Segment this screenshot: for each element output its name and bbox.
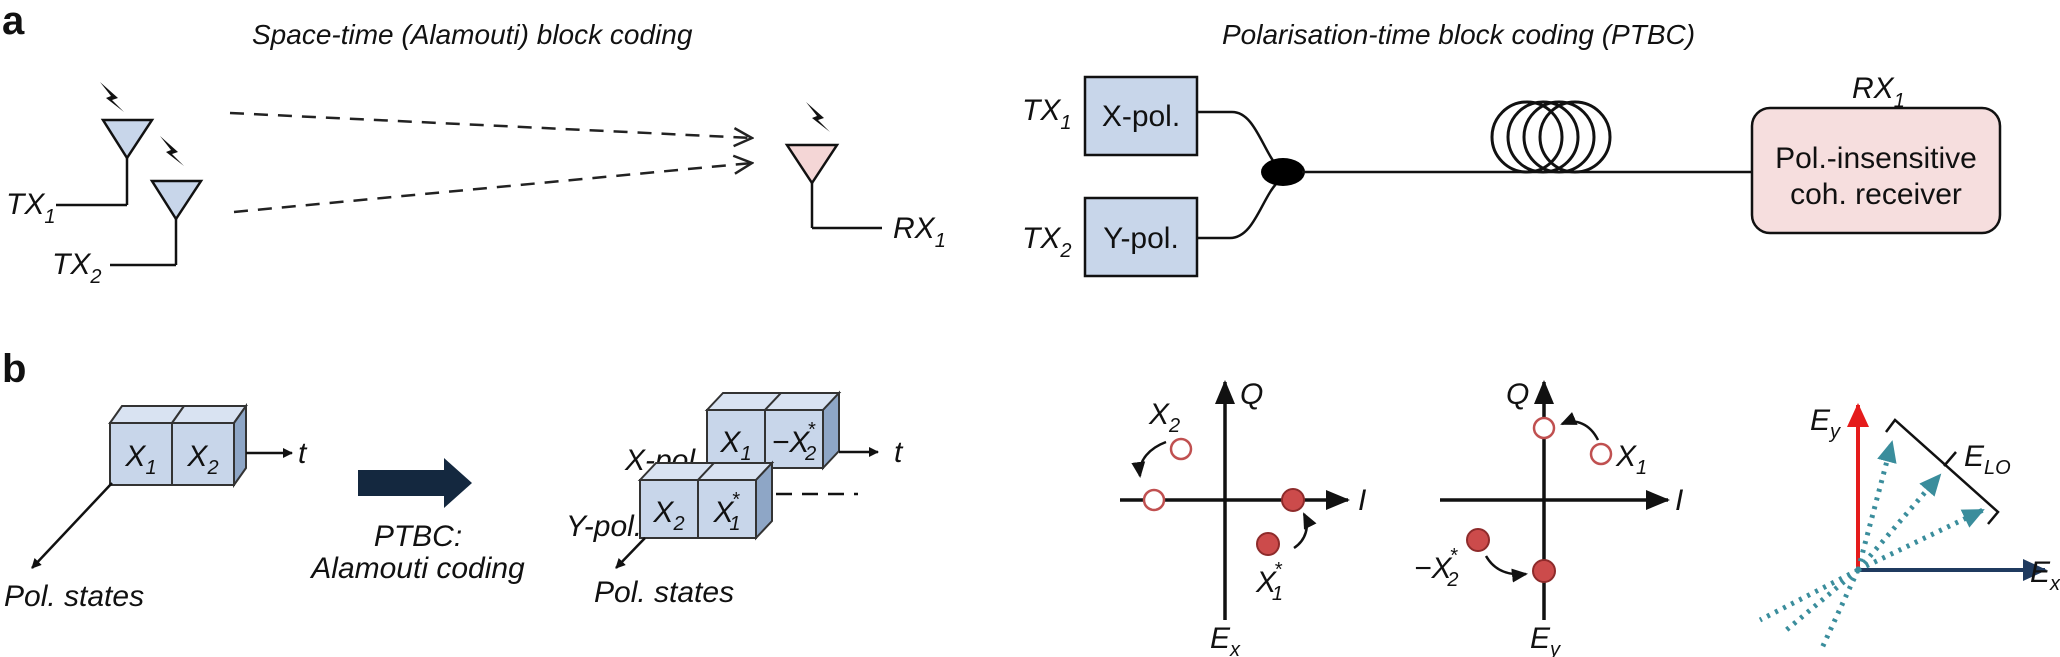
c1-q-label: Q (1240, 378, 1263, 411)
xpol-box (1083, 75, 1199, 157)
c2-curve-arrow-neg-x2conj (1484, 555, 1528, 583)
lightning-icon (806, 102, 830, 132)
c1-solid-point-x1conj (1256, 532, 1280, 556)
cube-x1: X1 (124, 440, 156, 479)
pol-states-axis-coded (615, 537, 646, 569)
ptbc-block-arrow (358, 458, 472, 508)
pol-states-label-coded: Pol. states (594, 576, 734, 609)
tx1-antenna (56, 82, 155, 207)
coded-x1: X1 (719, 426, 751, 465)
ypol-box-label: Y-pol. (1103, 222, 1179, 255)
c1-curve-arrow-x2 (1131, 440, 1167, 478)
c2-neg-x2conj-label: −X*2 (1414, 545, 1459, 591)
cube-x2: X2 (186, 440, 218, 479)
tx2-antenna (110, 136, 204, 267)
lo-dotted-vectors (1758, 440, 1985, 650)
ptbc-title: Polarisation-time block coding (PTBC) (1222, 19, 1695, 50)
pol-states-axis (31, 482, 113, 569)
c2-hollow-point-x1 (1589, 442, 1613, 466)
c2-q-label: Q (1506, 378, 1529, 411)
rx1-antenna (784, 102, 882, 230)
ypol-row-label: Y-pol. (566, 510, 642, 543)
c1-x1conj-label: X*1 (1255, 559, 1283, 605)
ptbc-rx1-label: RX1 (1852, 72, 1905, 112)
xpol-box-label: X-pol. (1102, 100, 1180, 133)
receiver-label-line1: Pol.-insensitive (1775, 142, 1977, 175)
c1-x2-label: X2 (1148, 398, 1180, 437)
ex-label: Ex (2030, 556, 2060, 595)
lightning-icon (160, 136, 184, 166)
fiber-coil-icon (1490, 100, 1612, 174)
c2-solid-point-bottom (1532, 559, 1556, 583)
c2-hollow-point-top (1532, 416, 1556, 440)
ptbc-tx2-label: TX2 (1022, 222, 1071, 262)
coded-cubes-back (704, 390, 842, 471)
elo-label: ELO (1964, 440, 2011, 479)
tx2-label: TX2 (52, 248, 101, 288)
uncoded-cubes (108, 402, 248, 489)
rx1-label: RX1 (893, 212, 946, 252)
elo-bracket-tick (1943, 451, 1957, 467)
coded-x2: X2 (652, 496, 684, 535)
panel-a-letter: a (2, 0, 25, 43)
c1-hollow-point-x2 (1169, 437, 1193, 461)
c2-curve-arrow-x1 (1560, 412, 1600, 441)
panel-b-letter: b (2, 347, 26, 391)
c2-x1-label: X1 (1615, 440, 1647, 479)
time-label-coded: t (894, 436, 904, 469)
elo-bracket (1885, 418, 2000, 525)
beam-tx1 (229, 111, 752, 138)
c1-ex-label: Ex (1210, 622, 1241, 657)
receiver-box (1750, 106, 2002, 235)
c1-hollow-point-left (1142, 488, 1166, 512)
c1-i-label: I (1358, 484, 1366, 517)
c2-ey-label: Ey (1530, 622, 1561, 657)
c2-solid-point-neg-x2conj (1466, 528, 1490, 552)
time-label: t (298, 437, 308, 470)
ptbc-arrow-label-line2: Alamouti coding (309, 552, 525, 585)
ptbc-arrow-label-line1: PTBC: (374, 520, 462, 553)
coded-cubes-front (637, 460, 775, 541)
c2-i-label: I (1675, 484, 1683, 517)
c1-curve-arrow-x1conj (1293, 512, 1317, 550)
coded-neg-x2-conj: −X*2 (772, 419, 817, 465)
ey-label: Ey (1810, 404, 1841, 443)
receiver-label-line2: coh. receiver (1790, 178, 1962, 211)
pol-states-label: Pol. states (4, 580, 144, 613)
lightning-icon (100, 82, 124, 112)
tx1-label: TX1 (6, 188, 55, 228)
coded-x1-conj: X*1 (713, 489, 741, 535)
space-time-title: Space-time (Alamouti) block coding (252, 19, 693, 50)
ptbc-tx1-label: TX1 (1022, 94, 1071, 134)
beam-tx2 (233, 163, 752, 214)
c1-solid-point-right (1281, 488, 1305, 512)
polarisation-combiner (1197, 110, 1305, 240)
